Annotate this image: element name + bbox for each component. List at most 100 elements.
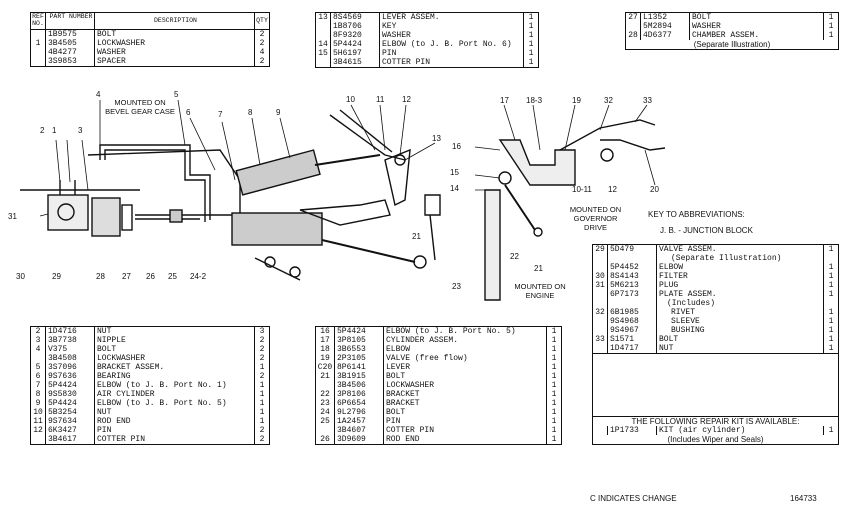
ref-cell: 18	[316, 345, 335, 354]
part-cell: 3B4505	[46, 39, 95, 48]
ref-cell: 32	[593, 308, 608, 317]
callout-8: 8	[248, 108, 253, 117]
qty-cell: 1	[828, 326, 834, 335]
desc-cell: PLATE ASSEM.	[657, 290, 824, 299]
desc-cell: PLUG	[657, 281, 824, 290]
ref-cell: 1	[31, 39, 46, 48]
callout-12: 12	[402, 95, 411, 104]
key-title: KEY TO ABBREVIATIONS:	[648, 210, 745, 219]
ref-cell: 2	[31, 327, 46, 336]
desc-cell: BOLT	[690, 13, 824, 22]
table-row: (Separate Illustration)	[593, 254, 838, 263]
ref-cell	[31, 354, 46, 363]
part-cell: 3P8105	[335, 336, 384, 345]
desc-cell: COTTER PIN	[380, 58, 524, 67]
caption-engine: MOUNTED ON ENGINE	[514, 282, 566, 300]
ref-cell	[593, 317, 608, 326]
callout-31: 31	[8, 212, 17, 221]
qty-cell: 1	[551, 408, 557, 417]
caption-governor: MOUNTED ON GOVERNOR DRIVE	[569, 205, 622, 232]
callout-27: 27	[122, 272, 131, 281]
desc-cell: PIN	[380, 49, 524, 58]
desc-cell: BRACKET	[384, 390, 547, 399]
ref-cell: 26	[316, 435, 335, 444]
part-cell: 6P6654	[335, 399, 384, 408]
callout-19: 19	[572, 96, 581, 105]
qty-cell: 1	[828, 263, 834, 272]
part-cell: 9L2796	[335, 408, 384, 417]
part-cell: 8P6141	[335, 363, 384, 372]
qty-cell: 1	[551, 426, 557, 435]
qty-cell: 1	[828, 31, 834, 40]
part-cell	[608, 299, 657, 308]
qty-cell: 3	[259, 327, 265, 336]
qty-cell: 1	[528, 58, 534, 67]
callout-6: 6	[186, 108, 191, 117]
qty-cell: 1	[551, 381, 557, 390]
qty-cell: 1	[551, 417, 557, 426]
qty-cell: 1	[259, 399, 265, 408]
valve-block	[47, 194, 89, 231]
callout-11: 11	[376, 95, 385, 104]
ref-cell: 10	[31, 408, 46, 417]
part-cell: 3D9609	[335, 435, 384, 444]
ref-cell: 12	[31, 426, 46, 435]
ref-cell	[593, 344, 608, 353]
callout-22: 22	[510, 252, 519, 261]
qty-cell: 1	[828, 344, 834, 353]
part-cell: V375	[46, 345, 95, 354]
ref-cell: 9	[31, 399, 46, 408]
part-cell: 5P4424	[46, 399, 95, 408]
ref-cell: 3	[31, 336, 46, 345]
ref-cell: 16	[316, 327, 335, 336]
desc-cell: LOCKWASHER	[384, 381, 547, 390]
ref-cell	[593, 326, 608, 335]
caption-bevel-gear: MOUNTED ON BEVEL GEAR CASE	[105, 98, 175, 116]
desc-cell: LOCKWASHER	[95, 39, 255, 48]
header-qty: QTY	[256, 17, 268, 24]
qty-cell: 1	[551, 399, 557, 408]
callout-17: 17	[500, 96, 509, 105]
qty-cell: 1	[828, 22, 834, 31]
qty-cell: 1	[828, 281, 834, 290]
part-cell: 5P4424	[331, 40, 380, 49]
ref-cell: 31	[593, 281, 608, 290]
part-cell: 3B6553	[335, 345, 384, 354]
part-cell: 5M6213	[608, 281, 657, 290]
part-cell: 1B9575	[46, 30, 95, 39]
callout-24-2: 24-2	[190, 272, 207, 281]
part-cell: 5D479	[608, 245, 657, 254]
callout-30: 30	[16, 272, 25, 281]
ref-cell: 24	[316, 408, 335, 417]
callout-12b: 12	[608, 185, 617, 194]
qty-cell: 1	[828, 426, 834, 435]
ref-cell: 13	[316, 13, 331, 22]
part-cell: 4B4277	[46, 48, 95, 57]
ref-cell: 33	[593, 335, 608, 344]
desc-cell: ELBOW (to J. B. Port No. 1)	[95, 381, 255, 390]
part-cell: 1P1733	[608, 426, 657, 435]
desc-cell: VALVE ASSEM.	[657, 245, 824, 254]
qty-cell: 1	[259, 363, 265, 372]
table-row: (Includes)	[593, 299, 838, 308]
desc-cell: NIPPLE	[95, 336, 255, 345]
part-cell: 9S7634	[46, 417, 95, 426]
part-cell: 3B7738	[46, 336, 95, 345]
callout-5: 5	[174, 90, 179, 99]
qty-cell: 1	[551, 435, 557, 444]
callout-4: 4	[96, 90, 101, 99]
ref-cell: 6	[31, 372, 46, 381]
